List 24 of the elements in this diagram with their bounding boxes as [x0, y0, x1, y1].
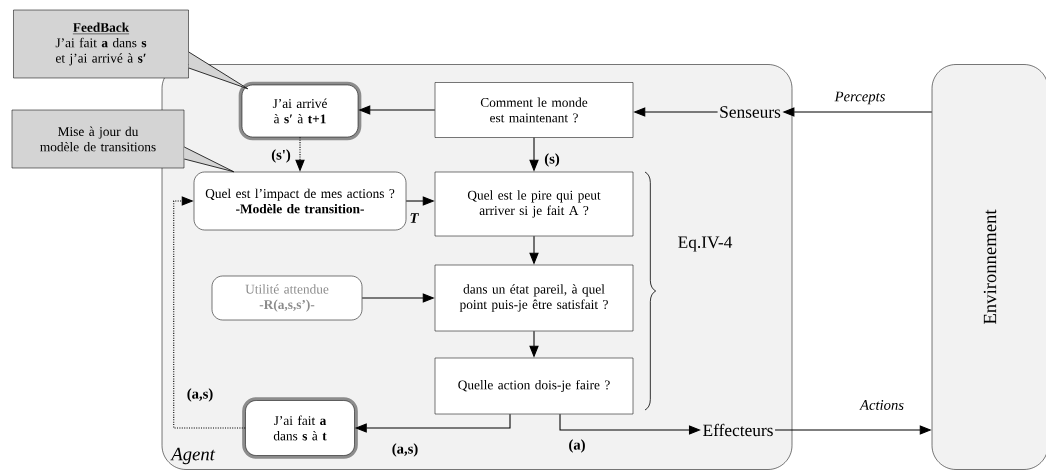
highlighted-box: J’ai arrivé à s′ à t+1: [238, 81, 362, 141]
process-box: Quelle action dois-je faire ?: [434, 357, 634, 415]
arrow: [559, 413, 701, 435]
edge-label: T: [408, 211, 420, 225]
arrow: [173, 196, 246, 429]
edge-label: Percepts: [833, 90, 887, 106]
edge-label: (a,s): [390, 442, 420, 458]
rounded-box: Quel est l’impact de mes actions ? -Modèle de transition-: [193, 171, 407, 231]
rounded-box: Utilité attendue -R(a,s,s’)-: [211, 275, 363, 321]
block-label: Senseurs: [720, 106, 781, 118]
process-box: Quel est le pire qui peut arriver si je fait A ?: [434, 171, 634, 237]
callout-box: FeedBack J’ai fait a dans s et j’ai arrivé à s′: [13, 9, 189, 79]
highlighted-box: J’ai fait a dans s à t: [242, 397, 358, 459]
callout-pointer: [188, 51, 249, 90]
callout-box: Mise à jour du modèle de transitions: [11, 109, 185, 169]
process-box: dans un état pareil, à quel point puis-je être satisfait ?: [434, 264, 634, 332]
environment-panel: Environnement: [931, 64, 1046, 470]
edge-label: (a,s): [185, 387, 215, 403]
process-box: Comment le monde est maintenant ?: [434, 82, 634, 138]
edge-label: (s'): [269, 148, 293, 164]
edge-label: Actions: [858, 398, 906, 412]
block-label: Effecteurs: [703, 423, 773, 437]
equation-label: Eq.IV-4: [678, 236, 733, 252]
edge-label: (a): [567, 438, 587, 454]
